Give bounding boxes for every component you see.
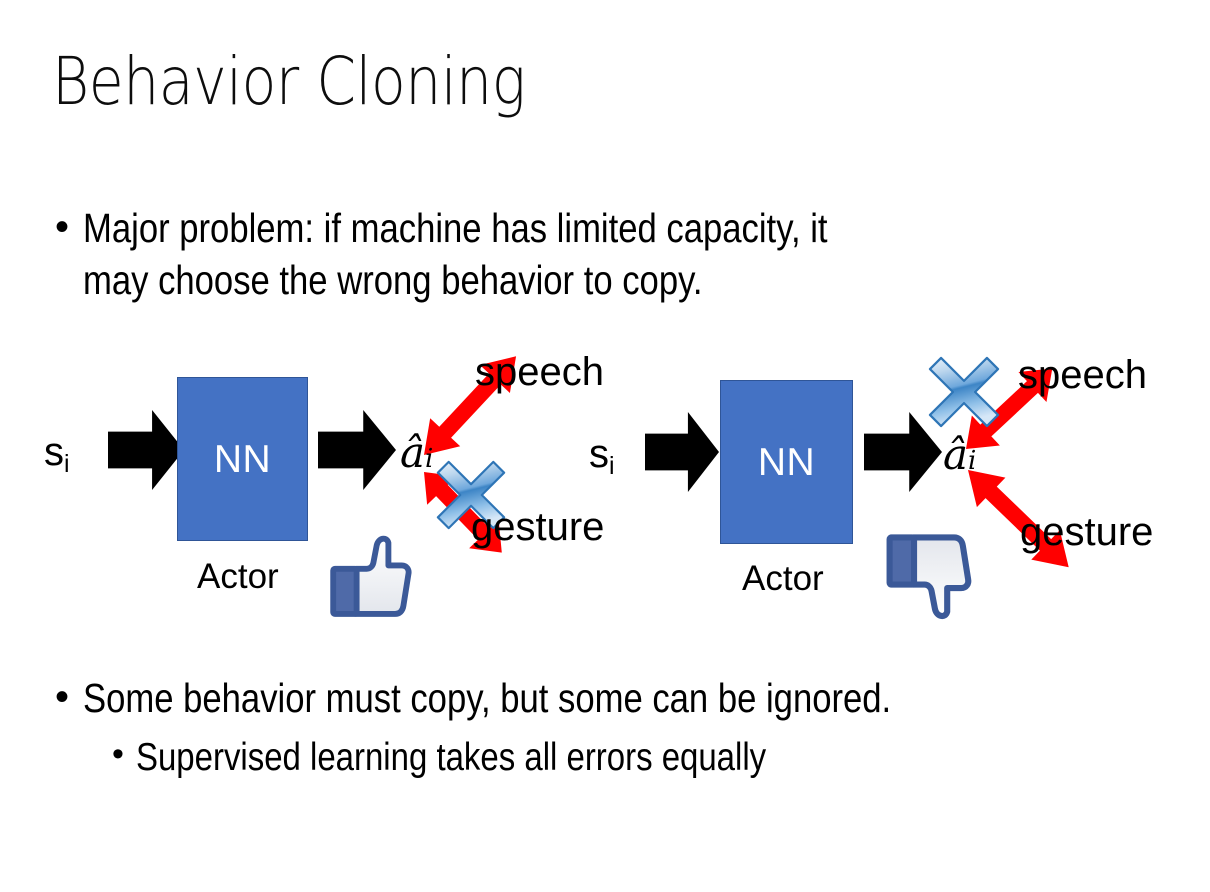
right-input-arrow-icon [645,412,719,492]
left-nn-box[interactable]: NN [177,377,308,541]
right-thumbs-down-icon [890,537,969,616]
right-output-arrow-icon [864,412,942,492]
bullet-text: Major problem: if machine has limited ca… [83,205,828,304]
bullet-text: Some behavior must copy, but some can be… [83,675,892,721]
bullet-item-major-problem: • Major problem: if machine has limited … [55,202,1175,307]
left-output-subscript: i [425,444,434,474]
left-output-label: âi [400,432,433,474]
bullet-marker-icon: • [55,205,70,249]
right-output-symbol: â [943,430,969,479]
right-branch-label-gesture: gesture [1020,510,1154,554]
left-input-arrow-icon [108,410,184,490]
bullet-text: Supervised learning takes all errors equ… [135,736,767,779]
left-input-symbol: s [44,430,64,474]
left-thumbs-up-icon [333,539,408,614]
right-speech-cross-icon [928,356,1000,428]
right-input-subscript: i [609,452,615,480]
right-nn-box[interactable]: NN [720,380,853,544]
bullet-item-supervised-learning: • Supervised learning takes all errors e… [112,733,1202,783]
right-output-label: âi [943,434,976,476]
right-input-label: si [589,432,615,479]
left-input-subscript: i [64,450,70,478]
left-actor-caption: Actor [197,557,279,596]
left-input-label: si [44,430,70,477]
left-output-symbol: â [400,428,426,477]
right-nn-label: NN [757,440,816,484]
page-title: Behavior Cloning [52,43,526,120]
right-actor-caption: Actor [742,559,824,598]
left-output-arrow-icon [318,410,396,490]
right-input-symbol: s [589,432,609,476]
right-output-subscript: i [968,446,977,476]
bullet-item-some-behavior: • Some behavior must copy, but some can … [55,672,1195,724]
left-branch-label-speech: speech [475,350,604,394]
bullet-marker-icon: • [112,735,124,773]
left-nn-label: NN [213,437,272,481]
left-branch-label-gesture: gesture [471,505,605,549]
right-branch-label-speech: speech [1018,353,1147,397]
bullet-marker-icon: • [55,675,70,719]
